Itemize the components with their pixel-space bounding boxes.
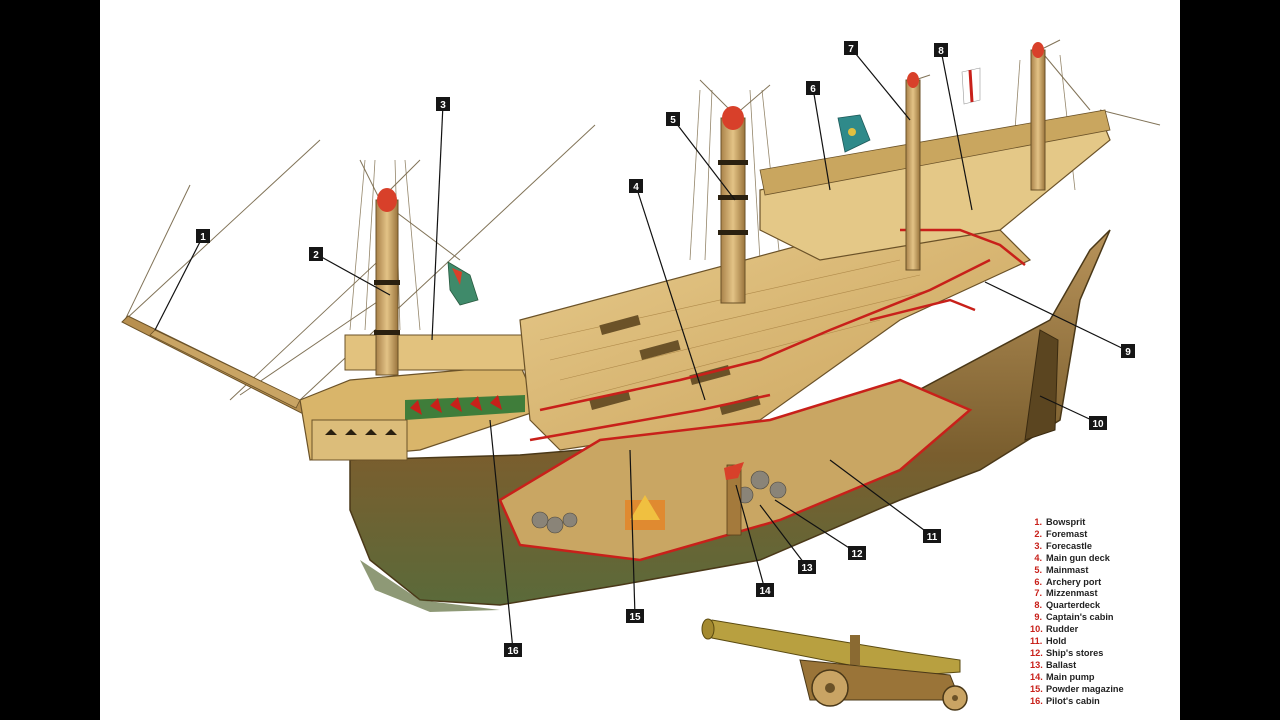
legend-item-main-gun-deck: 4.Main gun deck — [1034, 552, 1110, 563]
quarterdeck — [759, 109, 1111, 261]
legend-item-mizzenmast: 7.Mizzenmast — [1034, 588, 1098, 599]
legend-item-powder-magazine: 15.Powder magazine — [1030, 683, 1124, 694]
svg-text:12: 12 — [851, 549, 863, 560]
mainmast — [718, 106, 748, 304]
svg-text:6: 6 — [810, 84, 816, 95]
legend-item-bowsprit: 1.Bowsprit — [1034, 517, 1086, 527]
legend-item-foremast: 2.Foremast — [1034, 528, 1088, 539]
legend-item-hold: 11.Hold — [1030, 636, 1067, 647]
callout-6: 6 — [806, 81, 820, 95]
bowsprit — [121, 315, 331, 426]
callout-3: 3 — [436, 97, 450, 111]
legend: 1.Bowsprit 2.Foremast 3.Forecastle 4.Mai… — [1030, 517, 1180, 708]
legend-item-mainmast: 5.Mainmast — [1034, 564, 1089, 575]
legend-item-archery-port: 6.Archery port — [1034, 576, 1102, 587]
legend-item-captains-cabin: 9.Captain's cabin — [1034, 612, 1114, 623]
flags — [447, 67, 981, 306]
main-gun-deck — [519, 229, 1032, 451]
callout-9: 9 — [1121, 344, 1135, 358]
legend-item-rudder: 10.Rudder — [1030, 624, 1079, 635]
callout-14: 14 — [756, 583, 774, 597]
svg-text:2: 2 — [313, 250, 319, 261]
callout-15: 15 — [626, 609, 644, 623]
callout-7: 7 — [844, 41, 858, 55]
legend-item-pilots-cabin: 16.Pilot's cabin — [1030, 695, 1100, 706]
mizzenmast — [905, 42, 1046, 271]
svg-text:3: 3 — [440, 100, 446, 111]
svg-text:16: 16 — [507, 646, 519, 657]
callout-1: 1 — [196, 229, 210, 243]
callout-12: 12 — [848, 546, 866, 560]
callout-4: 4 — [629, 179, 643, 193]
svg-text:5: 5 — [670, 115, 676, 126]
callout-16: 16 — [504, 643, 522, 657]
svg-text:11: 11 — [927, 532, 938, 543]
svg-text:4: 4 — [633, 182, 639, 193]
svg-text:8: 8 — [938, 46, 944, 57]
svg-text:1: 1 — [200, 232, 206, 243]
ship-illustration: 1 2 3 4 5 6 7 8 9 10 11 12 13 14 15 16 — [121, 39, 1161, 711]
svg-text:13: 13 — [801, 563, 813, 574]
callout-10: 10 — [1089, 416, 1107, 430]
svg-text:9: 9 — [1125, 347, 1131, 358]
legend-item-ballast: 13.Ballast — [1030, 659, 1077, 670]
legend-item-main-pump: 14.Main pump — [1030, 671, 1095, 682]
callout-2: 2 — [309, 247, 323, 261]
svg-text:7: 7 — [848, 44, 854, 55]
section-cuts — [529, 228, 1026, 442]
callout-11: 11 — [923, 529, 941, 543]
callout-13: 13 — [798, 560, 816, 574]
legend-item-quarterdeck: 8.Quarterdeck — [1034, 600, 1101, 611]
legend-item-ships-stores: 12.Ship's stores — [1030, 647, 1104, 658]
leader-lines — [154, 47, 1129, 651]
forecastle — [299, 334, 541, 461]
diagram-canvas: 1 2 3 4 5 6 7 8 9 10 11 12 13 14 15 16 — [100, 0, 1180, 720]
callout-5: 5 — [666, 112, 680, 126]
svg-text:10: 10 — [1092, 419, 1104, 430]
foremast — [374, 188, 400, 376]
legend-item-forecastle: 3.Forecastle — [1034, 540, 1092, 551]
callout-8: 8 — [934, 43, 948, 57]
cannon-illustration — [701, 618, 968, 711]
svg-text:15: 15 — [629, 612, 641, 623]
svg-text:14: 14 — [759, 586, 771, 597]
